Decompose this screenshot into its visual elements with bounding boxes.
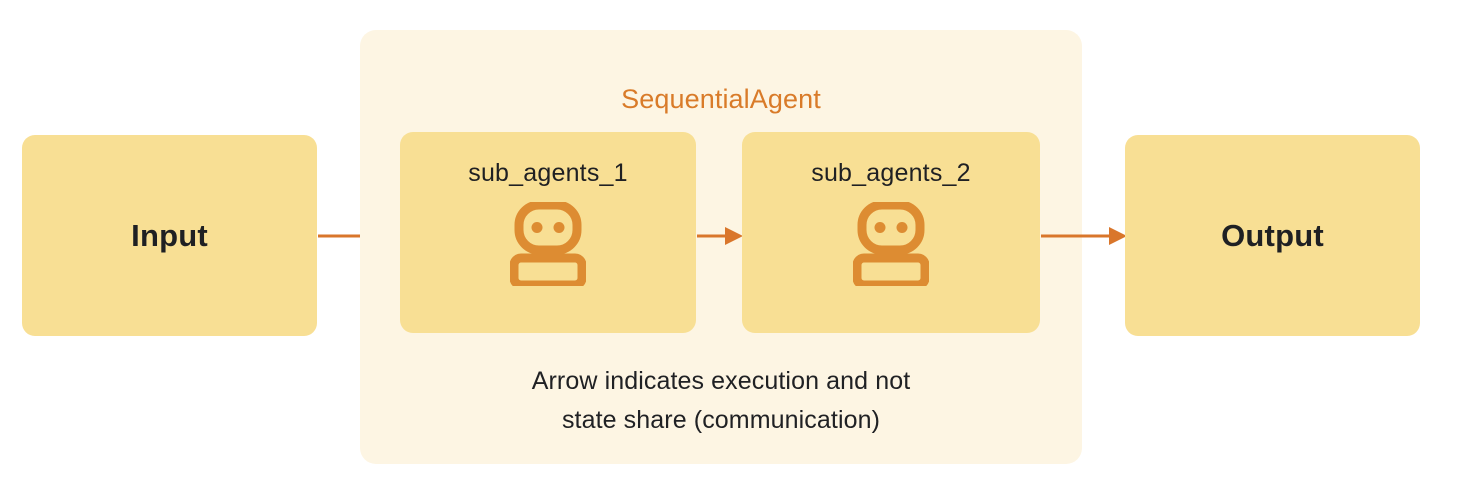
node-input-label: Input: [131, 217, 208, 253]
node-sub-agents-2-label: sub_agents_2: [811, 159, 971, 187]
node-input[interactable]: Input: [22, 135, 317, 336]
node-output[interactable]: Output: [1125, 135, 1420, 336]
caption-line-2: state share (communication): [561, 406, 881, 434]
node-output-label: Output: [1221, 217, 1324, 253]
node-sub-agents-1-label: sub_agents_1: [468, 159, 628, 187]
diagram-caption: Arrow indicates execution and not state …: [360, 362, 1082, 440]
node-sub-agents-2[interactable]: sub_agents_2: [742, 132, 1040, 333]
caption-line-1: Arrow indicates execution and not: [531, 367, 911, 395]
arrow-sub-agents-2-to-output: [1041, 227, 1127, 245]
robot-icon: [853, 202, 929, 286]
node-sub-agents-2-icon-wrap: [742, 202, 1040, 286]
arrow-sub-agents-1-to-sub-agents-2: [697, 227, 743, 245]
robot-icon: [510, 202, 586, 286]
node-sub-agents-1[interactable]: sub_agents_1: [400, 132, 696, 333]
sequential-agent-title: SequentialAgent: [621, 84, 821, 114]
node-sub-agents-1-icon-wrap: [400, 202, 696, 286]
